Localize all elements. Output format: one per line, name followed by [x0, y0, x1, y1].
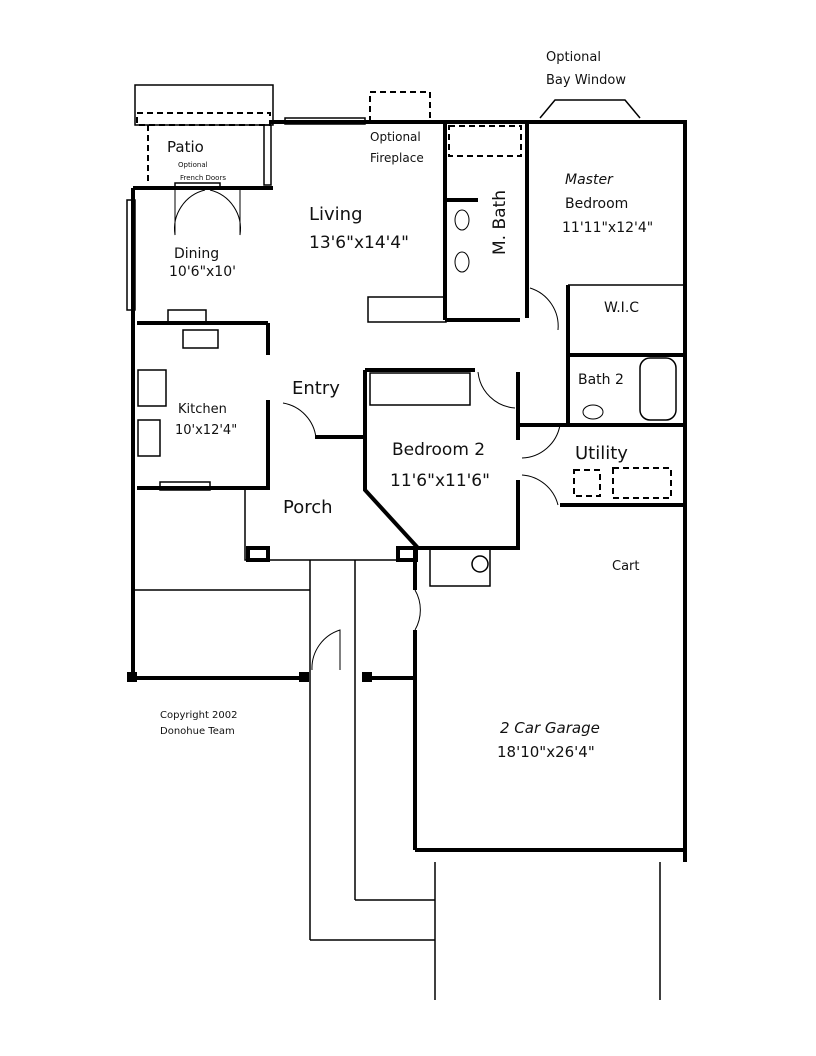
utility-label: Utility: [575, 443, 628, 464]
dining-size: 10'6"x10': [169, 264, 236, 280]
kitchen-label: Kitchen: [178, 402, 227, 417]
living-size: 13'6"x14'4": [309, 233, 409, 253]
patio-label: Patio: [167, 138, 204, 156]
porch-label: Porch: [283, 497, 333, 518]
bath2-label: Bath 2: [578, 372, 624, 388]
master-label-2: Bedroom: [565, 196, 628, 212]
dining-label: Dining: [174, 246, 219, 262]
bedroom2-size: 11'6"x11'6": [390, 471, 490, 491]
copyright-owner: Donohue Team: [160, 726, 235, 737]
room-labels: Patio Optional French Doors Living 13'6"…: [160, 50, 653, 761]
patio-area: [134, 84, 274, 236]
garage-size: 18'10"x26'4": [497, 743, 595, 761]
master-label: Master: [565, 172, 614, 188]
fireplace-note-2: Fireplace: [370, 151, 424, 165]
garage-label: 2 Car Garage: [500, 719, 600, 737]
master-size: 11'11"x12'4": [562, 220, 653, 236]
living-label: Living: [309, 204, 363, 225]
kitchen-size: 10'x12'4": [175, 423, 237, 438]
bedroom2-label: Bedroom 2: [392, 440, 485, 460]
bay-window-note: Optional: [546, 50, 601, 65]
patio-note-2: French Doors: [180, 174, 226, 182]
copyright-text: Copyright 2002: [160, 710, 238, 721]
patio-note: Optional: [178, 161, 208, 169]
wic-label: W.I.C: [604, 300, 639, 316]
entry-label: Entry: [292, 378, 340, 399]
fireplace-note: Optional: [370, 130, 421, 144]
bay-window-note-2: Bay Window: [546, 73, 626, 88]
cart-label: Cart: [612, 559, 640, 574]
walls: [126, 91, 687, 1000]
master-bath-label: M. Bath: [490, 190, 510, 255]
